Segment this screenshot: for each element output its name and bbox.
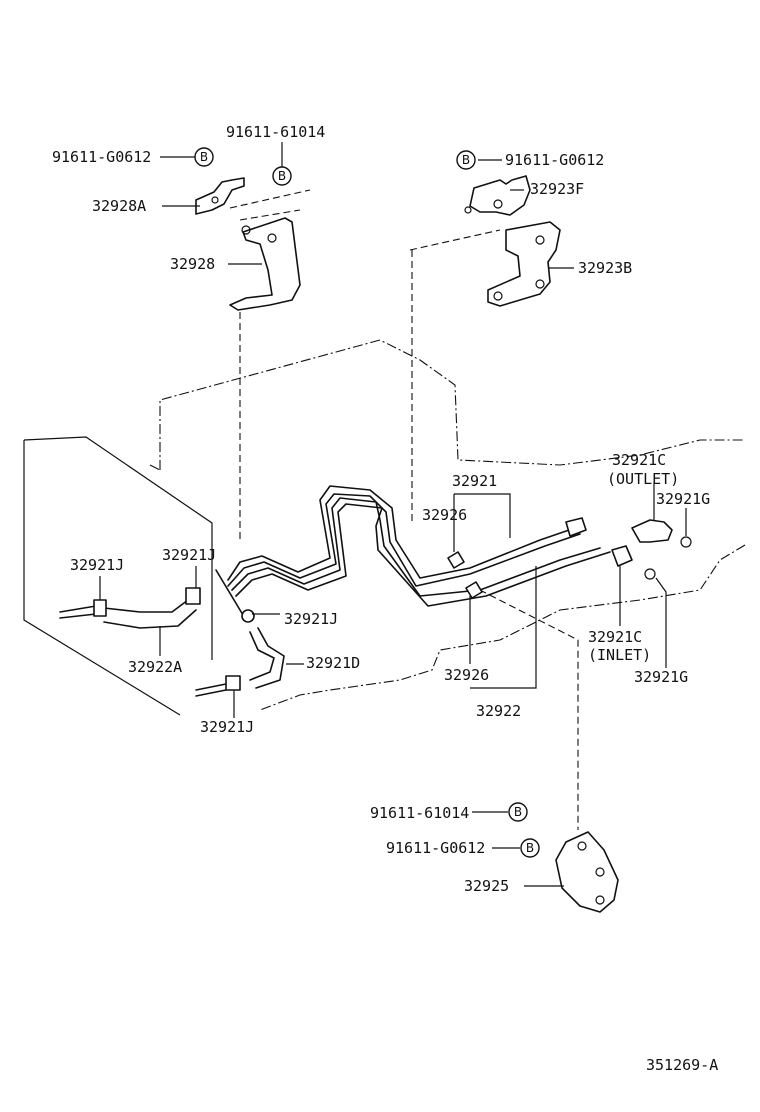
label-32923b: 32923B (578, 259, 632, 277)
label-32926-top: 32926 (422, 506, 467, 524)
marker-b-1: B (194, 147, 214, 167)
label-32928: 32928 (170, 255, 215, 273)
label-outlet: (OUTLET) (607, 470, 679, 488)
svg-text:B: B (278, 169, 286, 183)
bracket-32923f (464, 175, 531, 216)
fittings (565, 517, 692, 580)
label-32922: 32922 (476, 702, 521, 720)
bracket-32923b (487, 221, 561, 307)
bracket-32928 (229, 217, 301, 311)
label-inlet: (INLET) (588, 646, 651, 664)
marker-b-5: B (520, 838, 540, 858)
label-32925: 32925 (464, 877, 509, 895)
label-32923f: 32923F (530, 180, 584, 198)
label-32928a: 32928A (92, 197, 146, 215)
leader-lines (99, 142, 687, 887)
bracket-32925 (555, 831, 619, 913)
svg-text:B: B (200, 150, 208, 164)
label-32921j-mid: 32921J (284, 610, 338, 628)
label-91611-g0612-top-right: 91611-G0612 (505, 151, 604, 169)
label-32921j-upper: 32921J (162, 546, 216, 564)
svg-text:B: B (462, 153, 470, 167)
label-32922a: 32922A (128, 658, 182, 676)
svg-text:B: B (526, 841, 534, 855)
label-32921g-top: 32921G (656, 490, 710, 508)
label-91611-g0612-bottom: 91611-G0612 (386, 839, 485, 857)
label-32921j-left: 32921J (70, 556, 124, 574)
label-91611-61014-bottom: 91611-61014 (370, 804, 469, 822)
clamps-32926 (447, 551, 483, 599)
bracket-32928a (195, 177, 245, 215)
part-labels: 91611-G0612 91611-61014 32928A 32928 916… (52, 123, 718, 1074)
label-91611-61014-top-left: 91611-61014 (226, 123, 325, 141)
label-32921d: 32921D (306, 654, 360, 672)
label-32921g-bottom: 32921G (634, 668, 688, 686)
label-32921j-bottom: 32921J (200, 718, 254, 736)
hose-32921d (195, 609, 285, 697)
marker-b-2: B (272, 166, 292, 186)
vehicle-body-outline (149, 339, 746, 711)
assembly-guides (229, 189, 579, 830)
label-32921c-inlet: 32921C (588, 628, 642, 646)
label-32921c-outlet: 32921C (612, 451, 666, 469)
side-panel (23, 436, 213, 716)
svg-text:B: B (514, 805, 522, 819)
pipe-32921-assembly (215, 485, 611, 621)
label-91611-g0612-top-left: 91611-G0612 (52, 148, 151, 166)
hose-32922a (59, 587, 201, 629)
label-32926-bottom: 32926 (444, 666, 489, 684)
marker-b-4: B (508, 802, 528, 822)
label-32921: 32921 (452, 472, 497, 490)
diagram-id: 351269-A (646, 1056, 718, 1074)
marker-b-3: B (456, 150, 476, 170)
